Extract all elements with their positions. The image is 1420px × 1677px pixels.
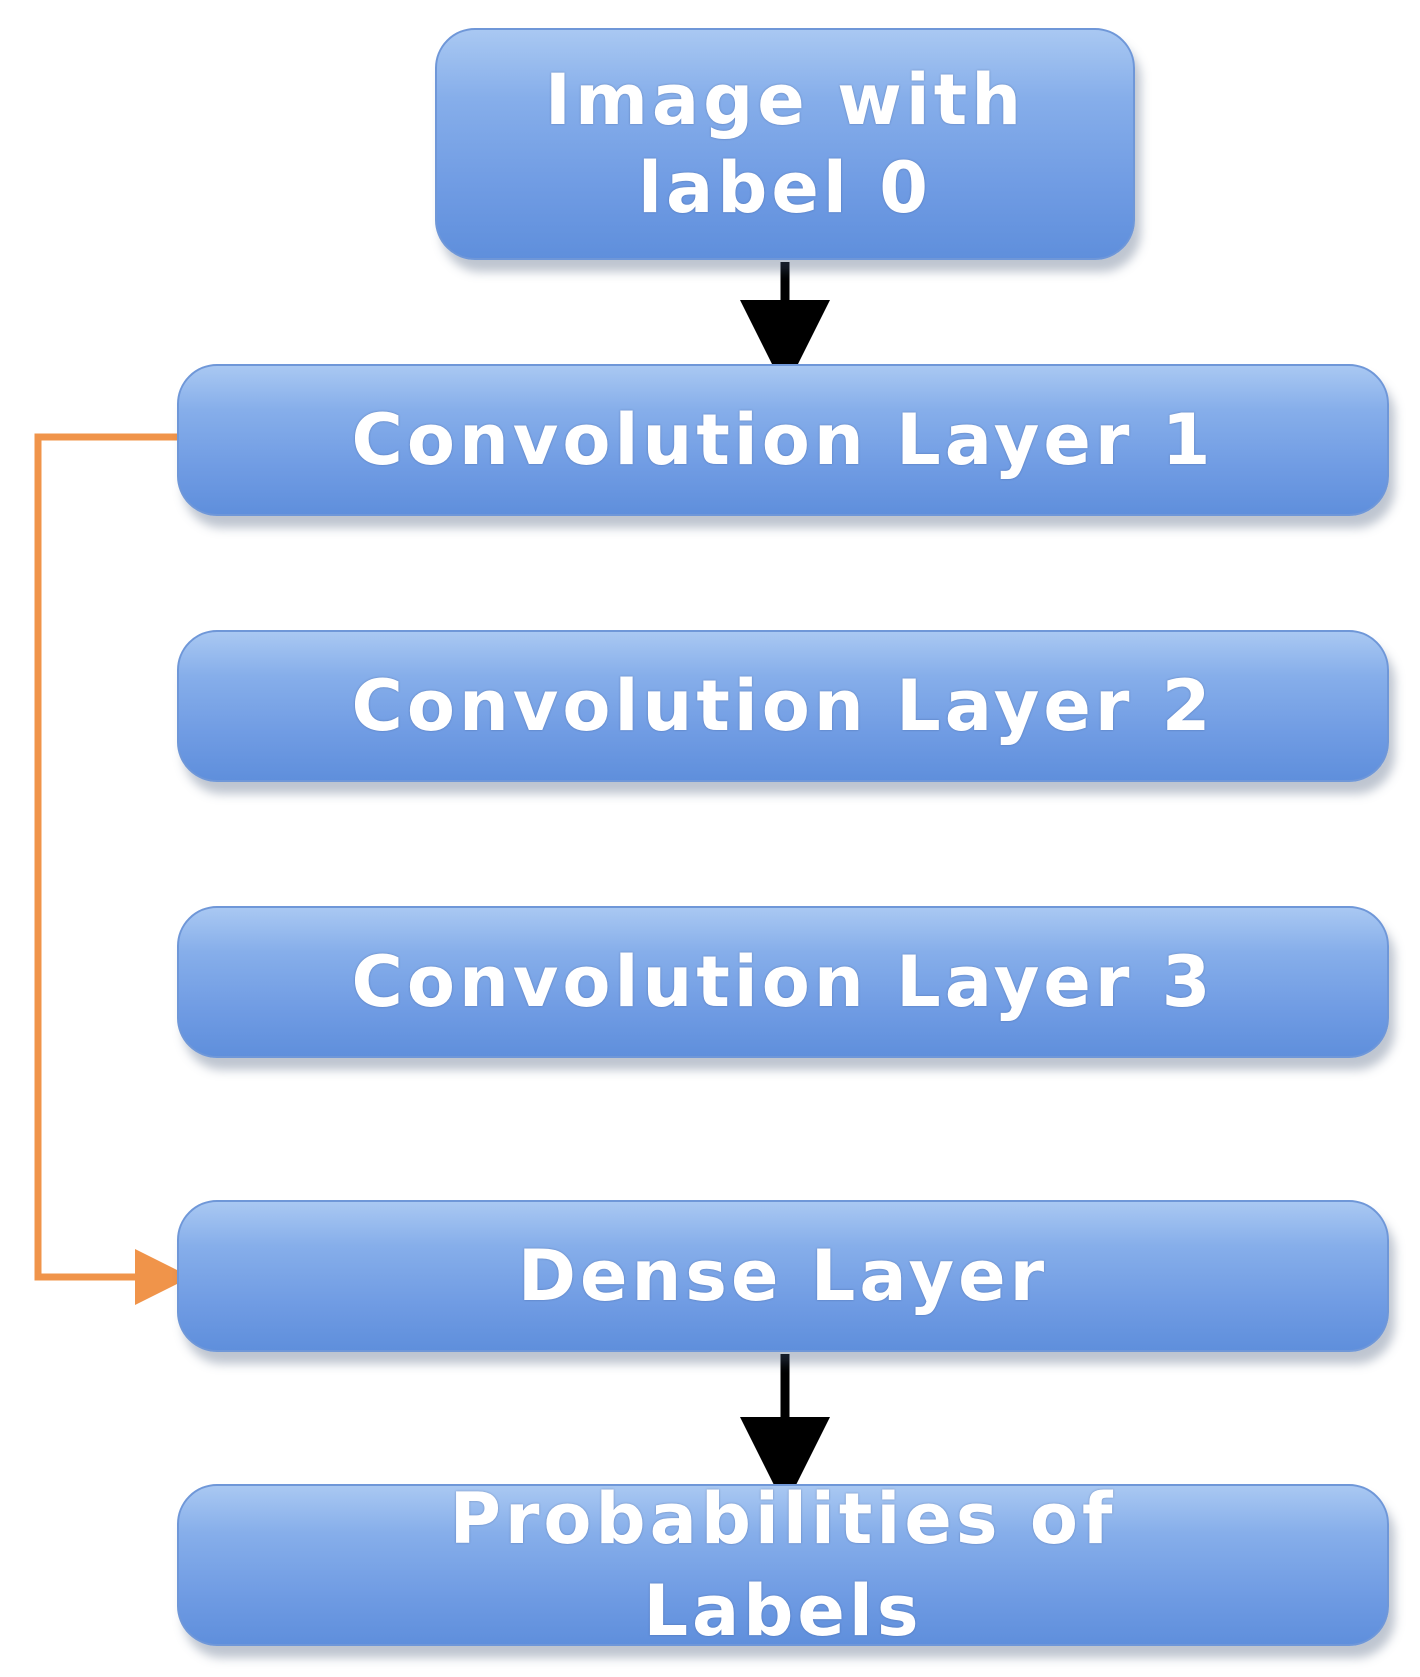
node-convolution-layer-2: Convolution Layer 2 (177, 630, 1389, 782)
node-dense-layer: Dense Layer (177, 1200, 1389, 1352)
node-conv1-label: Convolution Layer 1 (351, 399, 1215, 481)
node-convolution-layer-1: Convolution Layer 1 (177, 364, 1389, 516)
node-output-label: Probabilities of Labels (449, 1484, 1117, 1646)
node-conv3-label: Convolution Layer 3 (351, 941, 1215, 1023)
node-input-label: Image with label 0 (544, 59, 1026, 229)
node-conv2-label: Convolution Layer 2 (351, 665, 1215, 747)
node-output-probabilities: Probabilities of Labels (177, 1484, 1389, 1646)
node-input-image: Image with label 0 (435, 28, 1135, 260)
node-convolution-layer-3: Convolution Layer 3 (177, 906, 1389, 1058)
skip-connection-conv1-to-dense (34, 433, 191, 1305)
node-dense-label: Dense Layer (517, 1235, 1049, 1317)
